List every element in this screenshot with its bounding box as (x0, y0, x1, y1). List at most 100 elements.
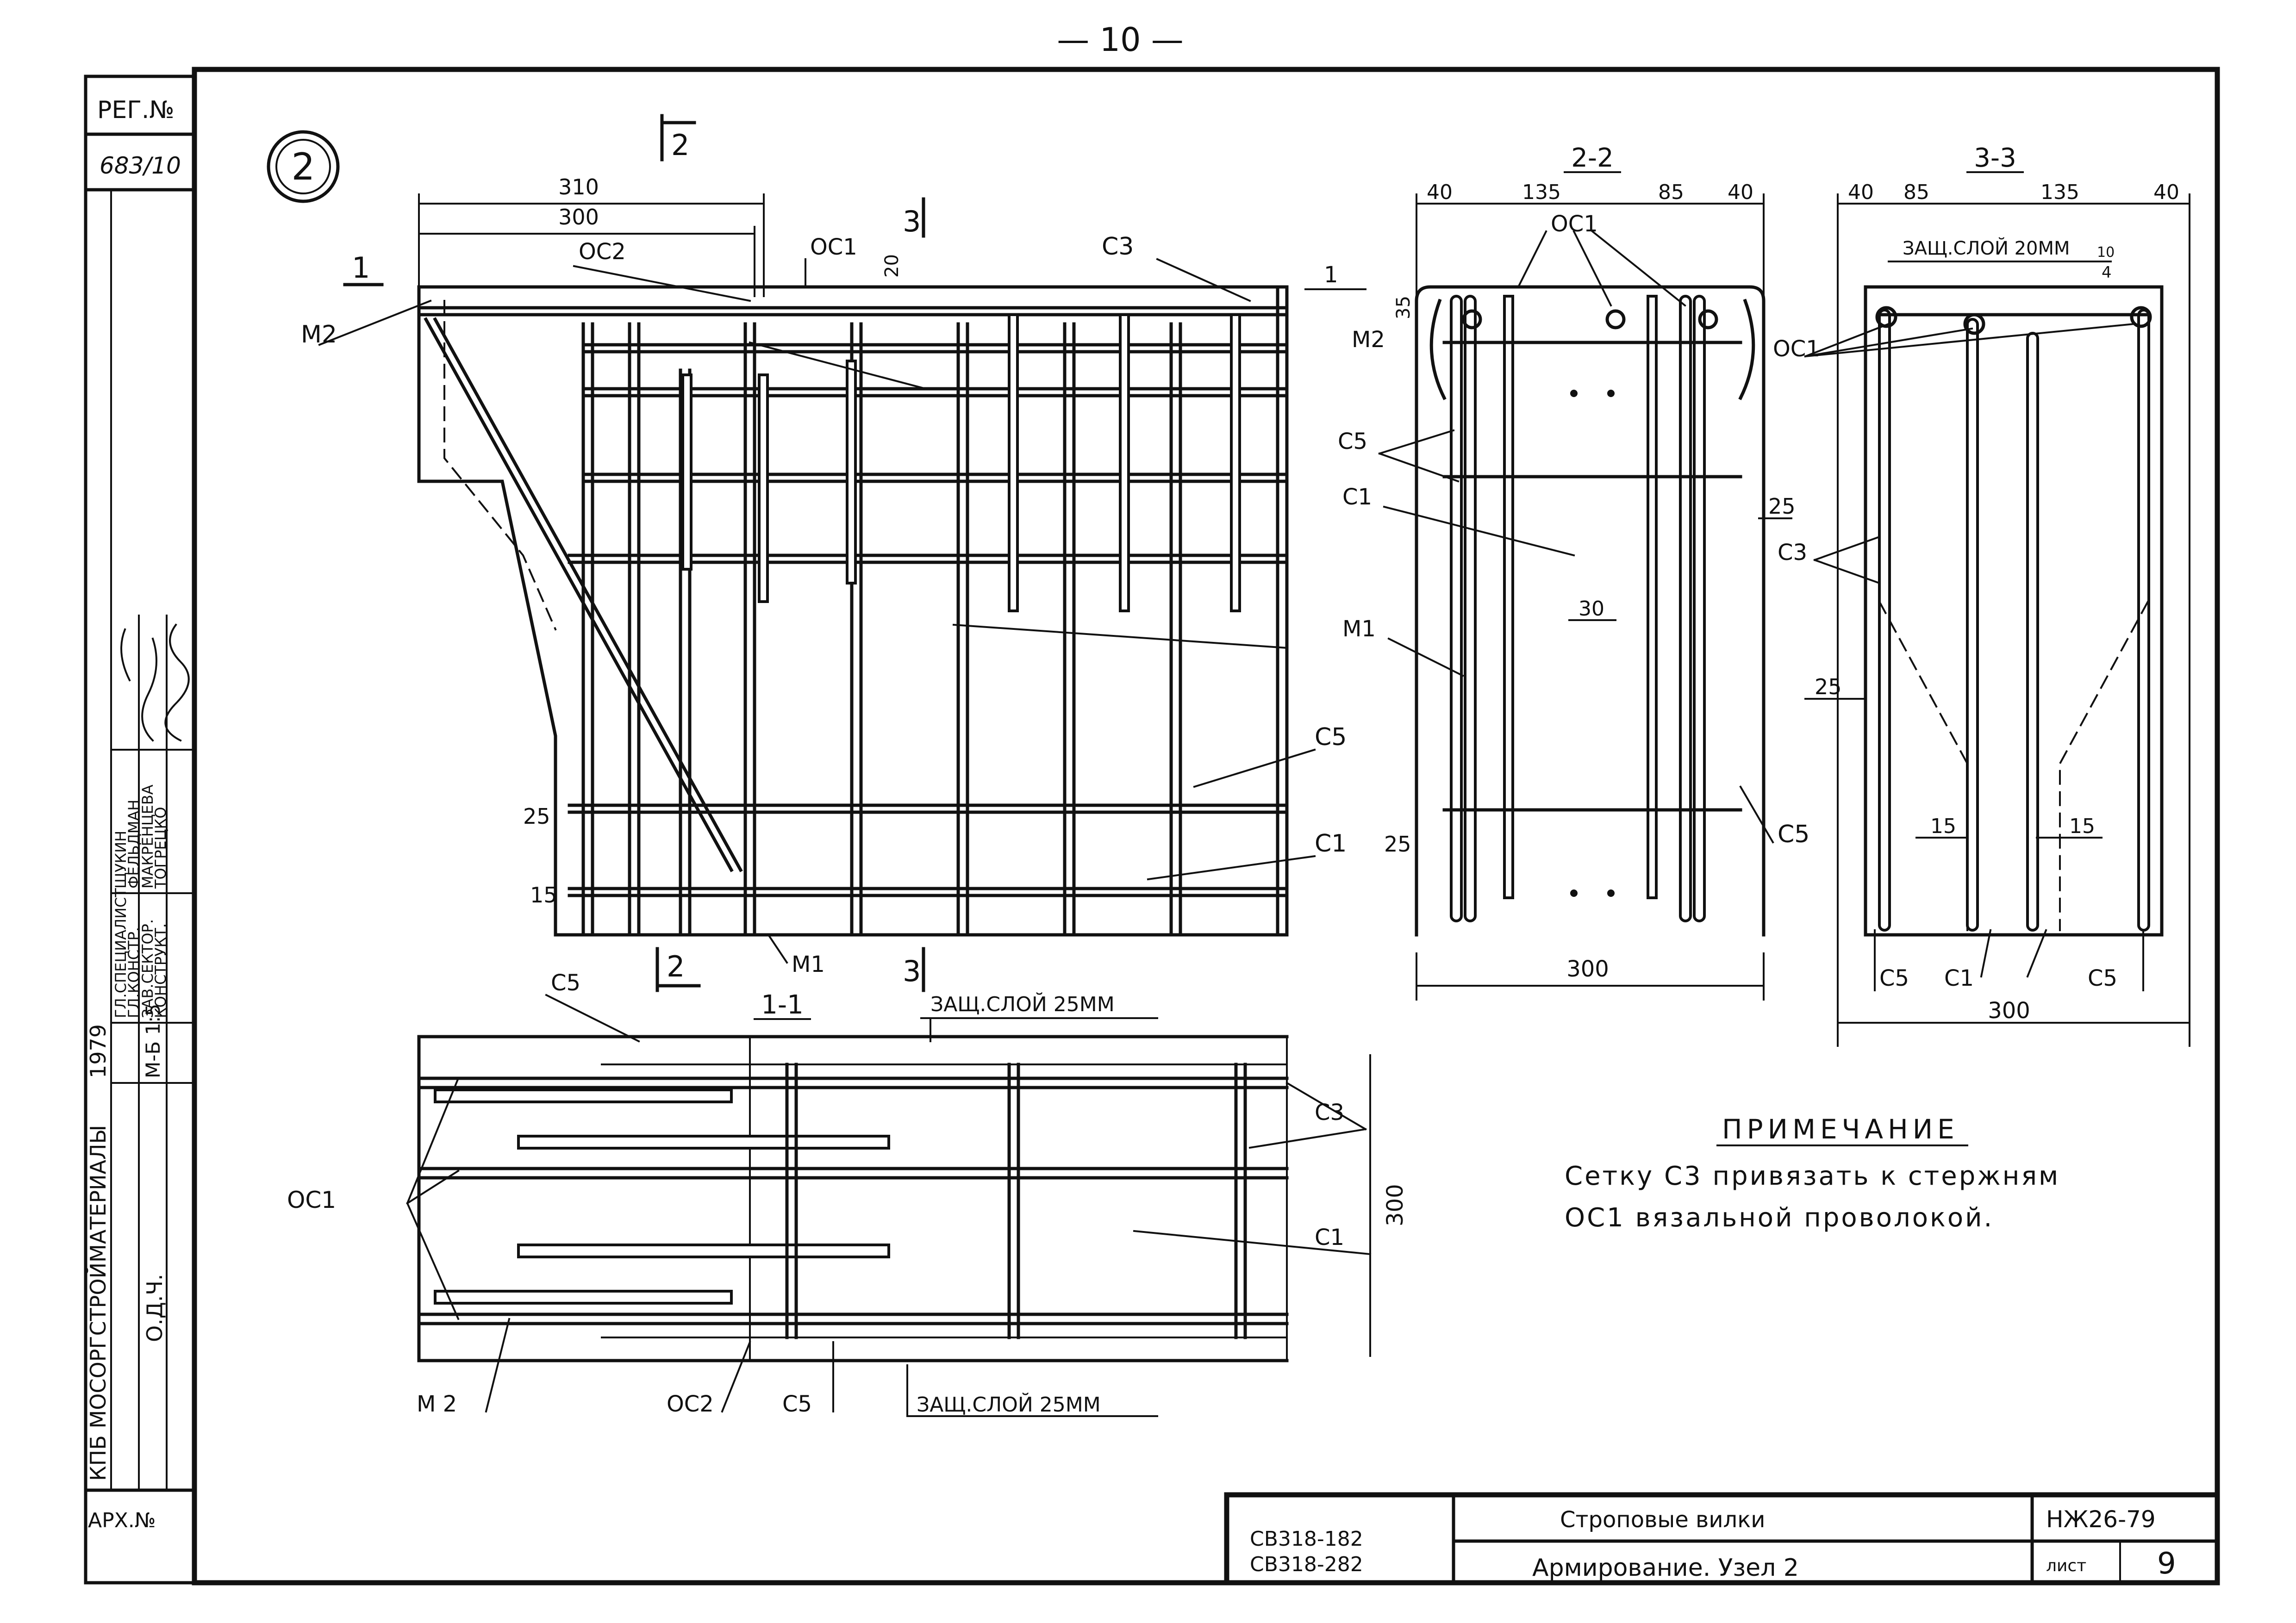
label-oc1: ОС1 (810, 234, 857, 260)
sheet-number: 9 (2157, 1547, 2176, 1581)
label-2-2-m2: М2 (1352, 327, 1385, 353)
dim-3-3-85: 85 (1903, 180, 1929, 204)
dim-2-2-40b: 40 (1728, 180, 1753, 204)
stamp-role-2: ГЛ.КОНСТР. (125, 927, 143, 1018)
signature-scribbles (120, 623, 190, 742)
label-c5: С5 (1315, 723, 1347, 751)
dim-15-left: 15 (530, 883, 557, 908)
dim-300: 300 (558, 205, 599, 230)
section-3-3-title: 3-3 (1974, 143, 2016, 173)
dim-2-2-35: 35 (1393, 296, 1414, 319)
label-m2: М2 (301, 321, 337, 348)
dim-2-2-135: 135 (1522, 180, 1561, 204)
stamp-stage: О.Д.Ч. (142, 1274, 167, 1342)
dim-2-2-25-left: 25 (1384, 832, 1411, 857)
label-1-1-m2: М 2 (417, 1391, 457, 1417)
label-2-2-c5b: С5 (1778, 821, 1809, 848)
section-3-3: 3-3 40 85 135 40 ЗАЩ.СЛОЙ 20ММ 10 4 ОС1 … (1773, 143, 2190, 1047)
cover-1-1-bottom: ЗАЩ.СЛОЙ 25ММ (917, 1392, 1101, 1417)
dim-2-2-300: 300 (1566, 956, 1609, 982)
drawing-name: Строповые вилки (1560, 1507, 1765, 1533)
series-2: СВ318-282 (1250, 1553, 1363, 1576)
node-marker: 2 (267, 130, 340, 203)
note-line-2: ОС1 вязальной проволокой. (1565, 1203, 1994, 1233)
dim-3-3-40a: 40 (1848, 180, 1874, 204)
dim-3-3-15a: 15 (1930, 815, 1956, 838)
dim-1-1-300: 300 (1382, 1184, 1408, 1226)
dim-3-3-15b: 15 (2069, 815, 2095, 838)
section-mark-2-bottom: 2 (667, 950, 685, 983)
dim-2-2-30: 30 (1578, 597, 1604, 621)
main-view: 2 3 1 2 3 310 300 20 (301, 114, 1347, 992)
label-1-1-c5-top: С5 (551, 970, 580, 996)
label-3-3-c5a: С5 (1879, 965, 1909, 991)
stamp-role-4: КОНСТРУКТ. (152, 923, 169, 1018)
section-2-2-title: 2-2 (1571, 143, 1613, 173)
dim-2-2-40a: 40 (1427, 180, 1453, 204)
sheet-label: лист (2046, 1556, 2086, 1575)
label-c1: С1 (1315, 830, 1347, 858)
dim-3-3-10: 10 (2097, 244, 2115, 261)
note-block: ПРИМЕЧАНИЕ Сетку С3 привязать к стержням… (1565, 1113, 2060, 1233)
dim-3-3-135: 135 (2040, 180, 2079, 204)
dim-2-2-85: 85 (1658, 180, 1684, 204)
dim-3-3-40b: 40 (2153, 180, 2179, 204)
label-2-2-oc1: ОС1 (1551, 211, 1598, 237)
stamp-role-3: ЗАВ.СЕКТОР. (139, 919, 156, 1018)
dim-3-3-4: 4 (2102, 263, 2112, 282)
cover-1-1-top: ЗАЩ.СЛОЙ 25ММ (930, 992, 1115, 1016)
label-oc2: ОС2 (579, 239, 626, 265)
section-1-1: 1-1 ЗАЩ.СЛОЙ 25ММ С5 С3 (287, 970, 1408, 1417)
dim-3-3-25: 25 (1815, 674, 1842, 699)
section-mark-1: 1 (352, 251, 370, 285)
section-1-1-title: 1-1 (761, 990, 803, 1020)
section-2-2: 2-2 40 135 85 40 1 35 М2 ОС1 (1304, 143, 1809, 1001)
dim-2-2-25-right: 25 (1768, 494, 1796, 519)
section-mark-3-bottom: 3 (903, 954, 921, 988)
stamp-name-2: ФЕЛЬДМАН (125, 800, 143, 889)
label-1-1-oc1: ОС1 (287, 1187, 336, 1213)
label-1-1-c5-bottom: С5 (782, 1391, 812, 1417)
section-mark-2-top: 2 (671, 128, 689, 162)
section-mark-3-top: 3 (903, 205, 921, 238)
label-2-2-c5a: С5 (1338, 429, 1367, 454)
dim-20: 20 (881, 254, 903, 278)
label-1-1-oc2: ОС2 (667, 1391, 714, 1417)
sheet-frame (84, 67, 2220, 1586)
label-c3: С3 (1102, 233, 1134, 261)
series-1: СВ318-182 (1250, 1527, 1363, 1551)
title-block: СВ318-182 СВ318-282 Строповые вилки Арми… (1224, 1492, 2220, 1586)
dim-25-left: 25 (523, 804, 550, 829)
stamp-name-3: МАКРЕНЦЕВА (139, 784, 156, 889)
label-m1: М1 (792, 951, 825, 977)
stamp-role-1: ГЛ.СПЕЦИАЛИСТ (112, 888, 130, 1018)
drawing-subtitle: Армирование. Узел 2 (1532, 1554, 1799, 1582)
label-3-3-c5b: С5 (2088, 965, 2117, 991)
stamp-org: КПБ МОСОРГСТРОЙМАТЕРИАЛЫ (86, 1125, 111, 1481)
arch-label: АРХ.№ (88, 1509, 156, 1532)
reg-label: РЕГ.№ (97, 96, 175, 124)
label-3-3-oc1: ОС1 (1773, 336, 1820, 362)
label-1-1-c1: С1 (1315, 1225, 1344, 1250)
stamp-name-4: ТОГРЕЦКО (152, 807, 169, 889)
dim-310: 310 (558, 174, 599, 199)
label-2-2-m1: М1 (1342, 616, 1376, 642)
stamp-name-1: ЩУКИН (112, 831, 130, 889)
stamp-year: 1979 (86, 1024, 111, 1078)
note-heading: ПРИМЕЧАНИЕ (1722, 1113, 1959, 1145)
cover-3-3: ЗАЩ.СЛОЙ 20ММ (1903, 237, 2070, 259)
stamp-scale: М-Б 1:5 (142, 1004, 164, 1078)
label-1-1-c3: С3 (1315, 1100, 1344, 1126)
margin-stamp: РЕГ.№ 683/10 АРХ.№ КПБ МОСОРГСТРОЙМАТЕРИ… (86, 96, 195, 1532)
label-2-2-c1: С1 (1342, 484, 1372, 510)
dim-3-3-300: 300 (1988, 998, 2030, 1024)
page-number: — 10 — (1057, 21, 1184, 59)
note-line-1: Сетку С3 привязать к стержням (1565, 1161, 2060, 1191)
label-3-3-c3: С3 (1778, 540, 1807, 566)
label-2-2-one: 1 (1324, 262, 1338, 288)
drawing-code: НЖ26-79 (2046, 1506, 2156, 1533)
reg-value: 683/10 (100, 152, 181, 179)
node-number: 2 (292, 145, 315, 188)
label-3-3-c1: С1 (1944, 965, 1974, 991)
